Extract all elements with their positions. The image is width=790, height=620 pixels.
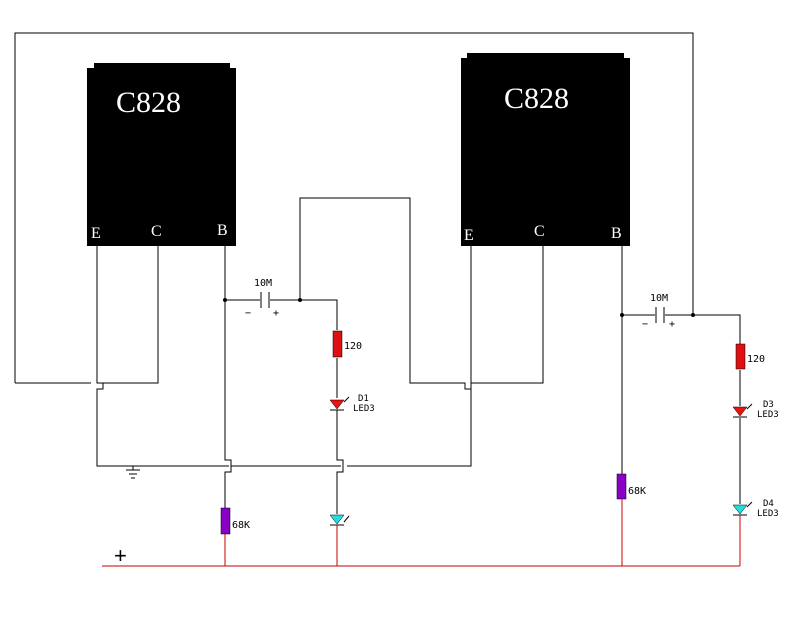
wire-cap1-right [270,299,338,330]
wire-t1-collector [103,246,159,384]
resistor-4-value: 68K [628,486,646,497]
wire-cap2-right [665,314,741,344]
capacitor-1-pos: + [273,308,279,319]
transistor-1-pin-b: B [217,222,228,239]
wire-led1-down [336,410,344,514]
junction-dot [223,298,227,302]
capacitor-1: 10M − + [245,278,279,319]
transistor-1-pin-e: E [91,225,101,242]
led-d4-type: LED3 [757,509,779,519]
transistor-2-pin-c: C [534,223,545,240]
transistor-1-pin-c: C [151,223,162,240]
led-d1: D1 LED3 [329,394,375,414]
capacitor-2-value: 10M [650,293,668,304]
junction-dot [298,298,302,302]
resistor-1-value: 120 [344,341,362,352]
wire-ground-run-2 [347,246,472,467]
capacitor-2-pos: + [669,319,675,330]
wire-top-loop [14,32,694,383]
wire-t1-base [224,246,232,508]
junction-dot [691,313,695,317]
resistor-1-body [332,330,343,358]
transistor-1-body [87,63,236,246]
led-d3-type: LED3 [757,410,779,420]
resistor-2-body [735,343,746,370]
resistor-4: 68K [616,473,646,500]
ground-symbol [126,466,140,479]
led-d3: D3 LED3 [732,400,779,420]
wiring [14,32,741,514]
led-unlabeled-body [329,514,345,525]
junction-dot [620,313,624,317]
transistor-2: C828 E C B [461,53,630,246]
transistor-1: C828 E C B [87,63,236,246]
capacitor-2-neg: − [642,319,648,330]
transistor-2-pin-e: E [464,227,474,244]
wire-t2-collector [471,246,544,384]
junctions [223,298,695,317]
capacitor-2: 10M − + [642,293,675,330]
positive-rail: + [102,499,741,568]
resistor-2: 120 [735,343,765,370]
transistor-1-name: C828 [116,86,181,119]
resistor-2-value: 120 [747,354,765,365]
resistor-1: 120 [332,330,362,358]
resistor-4-body [616,473,627,500]
capacitor-1-value: 10M [254,278,272,289]
led-d3-body [732,406,748,417]
led-d4-ref: D4 [763,499,774,509]
transistor-2-pin-b: B [611,225,622,242]
wire-bridge [299,197,471,390]
led-d1-ref: D1 [358,394,369,404]
wire-t1-emitter [96,246,229,467]
resistor-3: 68K [220,507,250,535]
led-d1-body [329,399,345,410]
transistor-2-name: C828 [504,82,569,115]
transistor-2-body [461,53,630,246]
resistor-3-value: 68K [232,520,250,531]
capacitor-1-neg: − [245,308,251,319]
led-d1-type: LED3 [353,404,375,414]
led-d3-ref: D3 [763,400,774,410]
rail-plus-symbol: + [114,543,127,568]
led-d4-body [732,504,748,515]
resistor-3-body [220,507,231,535]
led-unlabeled [329,514,350,526]
